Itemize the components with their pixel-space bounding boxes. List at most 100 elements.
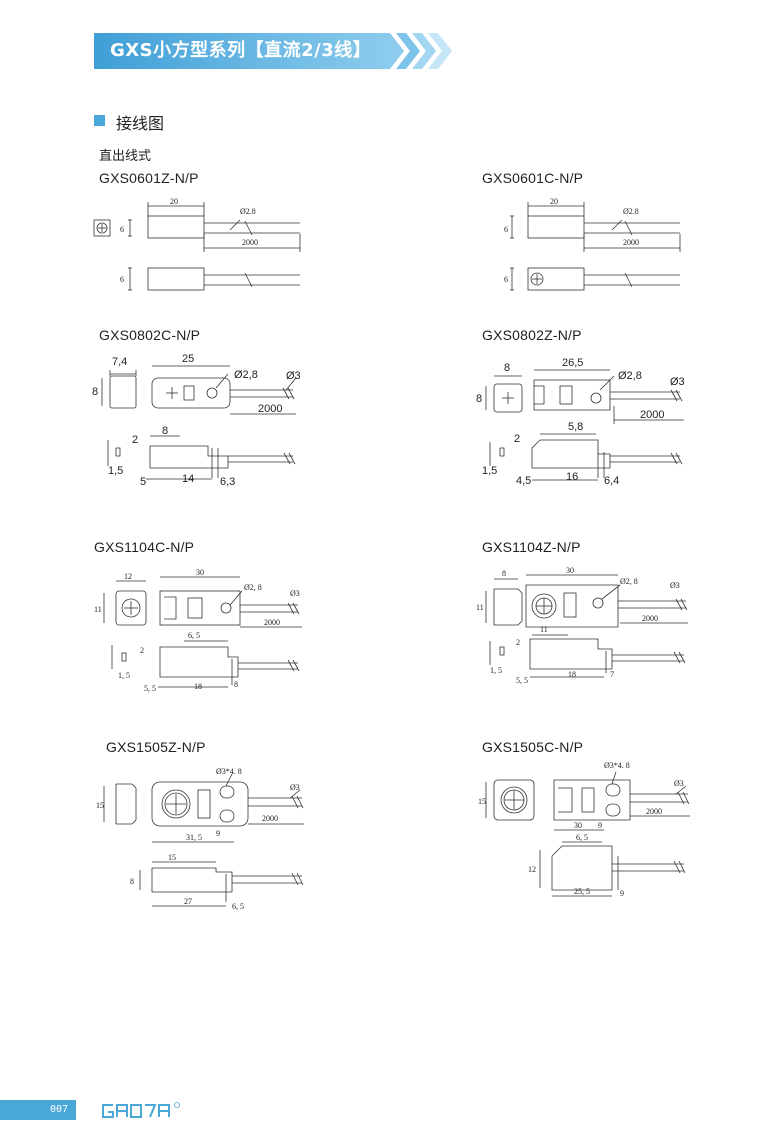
sensor-body <box>147 215 205 239</box>
dim-label: 25 <box>182 353 194 365</box>
drawing-gxs0802z: 8 26,5 Ø2,8 Ø3 8 2000 5,8 2 1,5 4,5 16 6… <box>476 357 685 487</box>
led-indicator <box>590 392 602 404</box>
dim-label: 15 <box>478 797 486 806</box>
dim-label: 8 <box>502 569 506 578</box>
led-indicator <box>206 387 218 399</box>
dim-label: 1, 5 <box>118 671 130 680</box>
model-title: GXS1505Z-N/P <box>106 739 206 755</box>
sensor-body <box>533 379 611 411</box>
mounting-hole <box>605 783 621 797</box>
dim-label: 30 <box>566 566 574 575</box>
dim-label: 8 <box>476 393 482 405</box>
dim-label: 6 <box>504 275 508 284</box>
dim-label: 11 <box>94 605 102 614</box>
mounting-hole <box>605 803 621 817</box>
sensor-side <box>109 375 137 409</box>
sensor-face <box>115 590 147 626</box>
section-subtitle: 直出线式 <box>99 149 152 164</box>
sensor-body <box>525 584 619 628</box>
dim-label: 16 <box>566 471 578 483</box>
dim-label: 20 <box>550 197 558 206</box>
model-title: GXS1104C-N/P <box>94 539 195 555</box>
dim-label: 2 <box>132 434 138 446</box>
dim-label: 7 <box>610 670 614 679</box>
sensor-body <box>151 781 249 827</box>
mounting-hole <box>219 809 235 823</box>
sensor-body <box>527 215 585 239</box>
dim-label: Ø3 <box>674 779 684 788</box>
sensor-side <box>493 588 523 626</box>
dim-label: 1,5 <box>482 465 497 477</box>
dim-label: Ø3 <box>290 589 300 598</box>
section-square-icon <box>94 115 105 126</box>
dim-label: Ø2,8 <box>234 369 258 381</box>
sensor-side <box>115 783 137 825</box>
mounting-hole <box>219 785 235 799</box>
dim-label: 5, 5 <box>144 684 156 693</box>
dim-label: 9 <box>598 821 602 830</box>
dim-label: 2 <box>516 638 520 647</box>
model-title: GXS0802Z-N/P <box>482 327 582 343</box>
dim-label: 30 <box>574 821 582 830</box>
dim-label: 8 <box>130 877 134 886</box>
dim-label: 7,4 <box>112 356 127 368</box>
dim-label: Ø2,8 <box>618 370 642 382</box>
model-title: GXS1505C-N/P <box>482 739 584 755</box>
sensor-face <box>93 219 111 237</box>
dim-label: 31, 5 <box>186 833 202 842</box>
sensing-face-cross-icon <box>500 786 528 814</box>
banner-background <box>94 33 452 69</box>
sensor-face <box>493 779 535 821</box>
sensing-face-cross-icon <box>531 593 557 619</box>
sensing-face-cross-icon <box>161 789 191 819</box>
dim-label: 8 <box>504 362 510 374</box>
dim-label: 2000 <box>242 238 258 247</box>
header-banner: GXS小方型系列【直流2/3线】 <box>94 33 454 69</box>
dim-label: 30 <box>196 568 204 577</box>
dim-label: 18 <box>194 682 202 691</box>
dim-label: Ø2.8 <box>623 207 639 216</box>
dim-label: 12 <box>528 865 536 874</box>
dim-label: 2 <box>514 433 520 445</box>
dim-label: 15 <box>168 853 176 862</box>
footer-bar: 007 <box>0 1100 76 1120</box>
dim-label: 12 <box>124 572 132 581</box>
model-title: GXS0802C-N/P <box>99 327 201 343</box>
dim-label: 9 <box>620 889 624 898</box>
dim-label: 26,5 <box>562 357 583 369</box>
dim-label: 2000 <box>262 814 278 823</box>
dim-label: 25, 5 <box>574 887 590 896</box>
sensor-body <box>553 779 631 821</box>
dim-label: 11 <box>540 625 548 634</box>
dim-label: Ø3*4. 8 <box>604 761 630 770</box>
drawing-gxs0601c: 20 Ø2.8 2000 6 6 <box>504 197 681 291</box>
sensing-face-cross-icon <box>96 222 108 234</box>
dim-label: 1, 5 <box>490 666 502 675</box>
dim-label: 2000 <box>646 807 662 816</box>
dim-label: Ø3 <box>290 783 300 792</box>
sensing-face-cross-icon <box>121 598 141 618</box>
dim-label: 6 <box>120 275 124 284</box>
dim-label: 11 <box>476 603 484 612</box>
dim-label: 5,8 <box>568 421 583 433</box>
dim-label: Ø2, 8 <box>620 577 638 586</box>
dim-label: 6, 5 <box>576 833 588 842</box>
dim-label: 27 <box>184 897 192 906</box>
sensor-body-side <box>149 445 229 469</box>
dim-label: 2000 <box>640 409 664 421</box>
dim-label: 14 <box>182 473 194 485</box>
drawing-gxs1104c: 12 30 Ø2, 8 Ø3 11 2000 6, 5 2 1, 5 5, 5 … <box>94 568 302 693</box>
model-title: GXS0601Z-N/P <box>99 170 199 186</box>
dim-label: 2000 <box>623 238 639 247</box>
dim-label: 6,4 <box>604 475 619 487</box>
dim-label: 6 <box>504 225 508 234</box>
drawing-gxs0601z: 20 Ø2.8 2000 6 6 <box>93 197 301 291</box>
dim-label: Ø3 <box>670 581 680 590</box>
dim-label: 2000 <box>258 403 282 415</box>
dim-label: 2 <box>140 646 144 655</box>
dim-label: 8 <box>234 680 238 689</box>
dim-label: 6, 5 <box>232 902 244 911</box>
sensor-body-side <box>529 638 613 670</box>
sensor-body <box>151 377 231 409</box>
section-title: 接线图 <box>116 114 165 133</box>
